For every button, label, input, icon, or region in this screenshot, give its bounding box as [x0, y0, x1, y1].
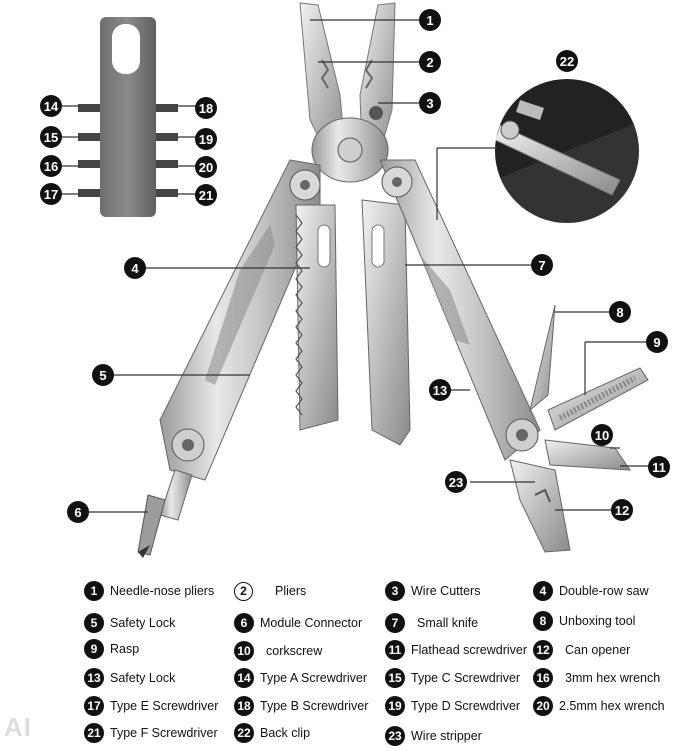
callout-17: 17: [40, 183, 62, 205]
callout-9: 9: [646, 331, 668, 353]
callout-20: 20: [195, 156, 217, 178]
callout-11: 11: [648, 456, 670, 478]
callout-16: 16: [40, 155, 62, 177]
callout-1: 1: [419, 9, 441, 31]
plier-jaws: [299, 2, 396, 183]
callout-19: 19: [195, 128, 217, 150]
callout-12: 12: [611, 499, 633, 521]
back-clip-inset: [493, 77, 641, 225]
right-handle: [379, 159, 649, 553]
callout-5: 5: [92, 364, 114, 386]
callout-14: 14: [40, 95, 62, 117]
leader-lines: [62, 19, 648, 513]
callout-2: 2: [419, 51, 441, 73]
callout-8: 8: [609, 301, 631, 323]
callout-7: 7: [531, 254, 553, 276]
callout-22: 22: [556, 50, 578, 72]
callout-21: 21: [195, 184, 217, 206]
callout-23: 23: [445, 471, 467, 493]
callout-18: 18: [195, 97, 217, 119]
saw-blade: [295, 204, 339, 431]
callout-15: 15: [40, 126, 62, 148]
knife-blade: [361, 199, 411, 446]
callout-3: 3: [419, 92, 441, 114]
bit-holder: [78, 17, 178, 217]
callout-4: 4: [124, 257, 146, 279]
callout-13: 13: [429, 379, 451, 401]
callout-10: 10: [591, 424, 613, 446]
watermark: AI: [4, 712, 32, 742]
left-handle: [137, 159, 321, 558]
callout-6: 6: [67, 501, 89, 523]
